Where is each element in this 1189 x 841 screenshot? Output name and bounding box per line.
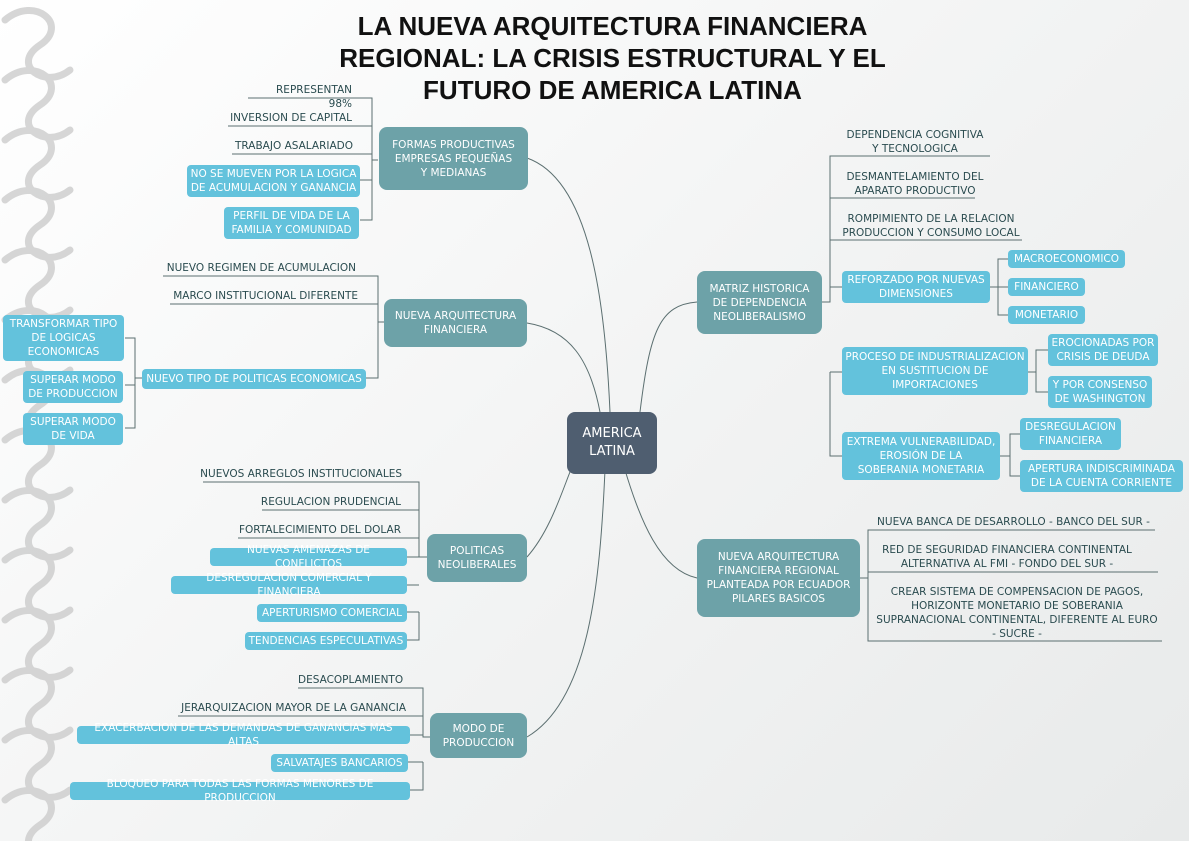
reg-item-banca[interactable]: NUEVA BANCA DE DESARROLLO - BANCO DEL SU… [877,516,1150,528]
title-line-3: FUTURO DE AMERICA LATINA [423,75,802,105]
arq-sub-transformar[interactable]: TRANSFORMAR TIPO DE LOGICAS ECONOMICAS [3,315,124,361]
central-topic[interactable]: AMERICA LATINA [567,412,657,474]
matriz-item-dependencia[interactable]: DEPENDENCIA COGNITIVA Y TECNOLOGICA [846,129,984,155]
topic-nueva-arquitectura[interactable]: NUEVA ARQUITECTURA FINANCIERA [384,299,527,347]
pol-item-amenazas[interactable]: NUEVAS AMENAZAS DE CONFLICTOS [210,544,407,570]
pol-item-arreglos[interactable]: NUEVOS ARREGLOS INSTITUCIONALES [200,468,402,480]
matriz-item-industrializacion[interactable]: PROCESO DE INDUSTRIALIZACION EN SUSTITUC… [842,347,1028,395]
arq-sub-superar-produccion[interactable]: SUPERAR MODO DE PRODUCCION [23,371,123,403]
formas-item-trabajo[interactable]: TRABAJO ASALARIADO [235,140,353,152]
page-title: LA NUEVA ARQUITECTURA FINANCIERA REGIONA… [280,10,945,106]
modo-item-jerarquizacion[interactable]: JERARQUIZACION MAYOR DE LA GANANCIA [181,702,406,714]
topic-formas-productivas[interactable]: FORMAS PRODUCTIVAS EMPRESAS PEQUEÑAS Y M… [379,127,528,190]
pol-item-desregulacion[interactable]: DESREGULACION COMERCIAL Y FINANCIERA [171,572,407,598]
modo-item-bloqueo[interactable]: BLOQUEO PARA TODAS LAS FORMAS MENORES DE… [70,778,410,804]
pol-item-aperturismo[interactable]: APERTURISMO COMERCIAL [257,604,407,622]
modo-item-exacerbacion[interactable]: EXACERBACION DE LAS DEMANDAS DE GANANCIA… [77,722,410,748]
formas-item-representan[interactable]: REPRESENTAN 98% [276,84,352,110]
arq-sub-superar-vida[interactable]: SUPERAR MODO DE VIDA [23,413,123,445]
vul-desregulacion[interactable]: DESREGULACION FINANCIERA [1020,418,1121,450]
topic-matriz-historica[interactable]: MATRIZ HISTORICA DE DEPENDENCIA NEOLIBER… [697,271,822,334]
matriz-item-rompimiento[interactable]: ROMPIMIENTO DE LA RELACION PRODUCCION Y … [842,213,1020,239]
formas-item-no-se-mueven[interactable]: NO SE MUEVEN POR LA LOGICA DE ACUMULACIO… [187,165,360,197]
matriz-item-desmantelamiento[interactable]: DESMANTELAMIENTO DEL APARATO PRODUCTIVO [846,171,984,197]
dim-macroeconomico[interactable]: MACROECONOMICO [1008,250,1125,268]
modo-item-salvatajes[interactable]: SALVATAJES BANCARIOS [271,754,408,772]
dim-monetario[interactable]: MONETARIO [1008,306,1085,324]
reg-item-red[interactable]: RED DE SEGURIDAD FINANCIERA CONTINENTAL … [882,544,1132,570]
pol-item-dolar[interactable]: FORTALECIMIENTO DEL DOLAR [238,524,401,536]
ind-erocionadas[interactable]: EROCIONADAS POR CRISIS DE DEUDA [1048,334,1158,366]
dim-financiero[interactable]: FINANCIERO [1008,278,1085,296]
title-line-2: REGIONAL: LA CRISIS ESTRUCTURAL Y EL [339,43,886,73]
pol-item-regulacion[interactable]: REGULACION PRUDENCIAL [260,496,401,508]
arq-item-regimen[interactable]: NUEVO REGIMEN DE ACUMULACION [166,262,356,274]
ind-consenso[interactable]: Y POR CONSENSO DE WASHINGTON [1048,376,1152,408]
arq-item-politicas[interactable]: NUEVO TIPO DE POLITICAS ECONOMICAS [142,369,366,389]
formas-item-inversion[interactable]: INVERSION DE CAPITAL [230,112,352,124]
pol-item-tendencias[interactable]: TENDENCIAS ESPECULATIVAS [245,632,407,650]
topic-politicas-neoliberales[interactable]: POLITICAS NEOLIBERALES [427,534,527,582]
topic-modo-produccion[interactable]: MODO DE PRODUCCION [430,713,527,758]
reg-item-sistema[interactable]: CREAR SISTEMA DE COMPENSACION DE PAGOS, … [876,586,1158,640]
arq-item-marco[interactable]: MARCO INSTITUCIONAL DIFERENTE [173,290,358,302]
modo-item-desacoplamiento[interactable]: DESACOPLAMIENTO [298,674,404,686]
title-line-1: LA NUEVA ARQUITECTURA FINANCIERA [357,11,868,41]
matriz-item-reforzado[interactable]: REFORZADO POR NUEVAS DIMENSIONES [842,271,990,303]
matriz-item-vulnerabilidad[interactable]: EXTREMA VULNERABILIDAD, EROSIÓN DE LA SO… [842,432,1000,480]
topic-nueva-arquitectura-regional[interactable]: NUEVA ARQUITECTURA FINANCIERA REGIONAL P… [697,539,860,617]
vul-apertura[interactable]: APERTURA INDISCRIMINADA DE LA CUENTA COR… [1020,460,1183,492]
formas-item-perfil[interactable]: PERFIL DE VIDA DE LA FAMILIA Y COMUNIDAD [224,207,359,239]
